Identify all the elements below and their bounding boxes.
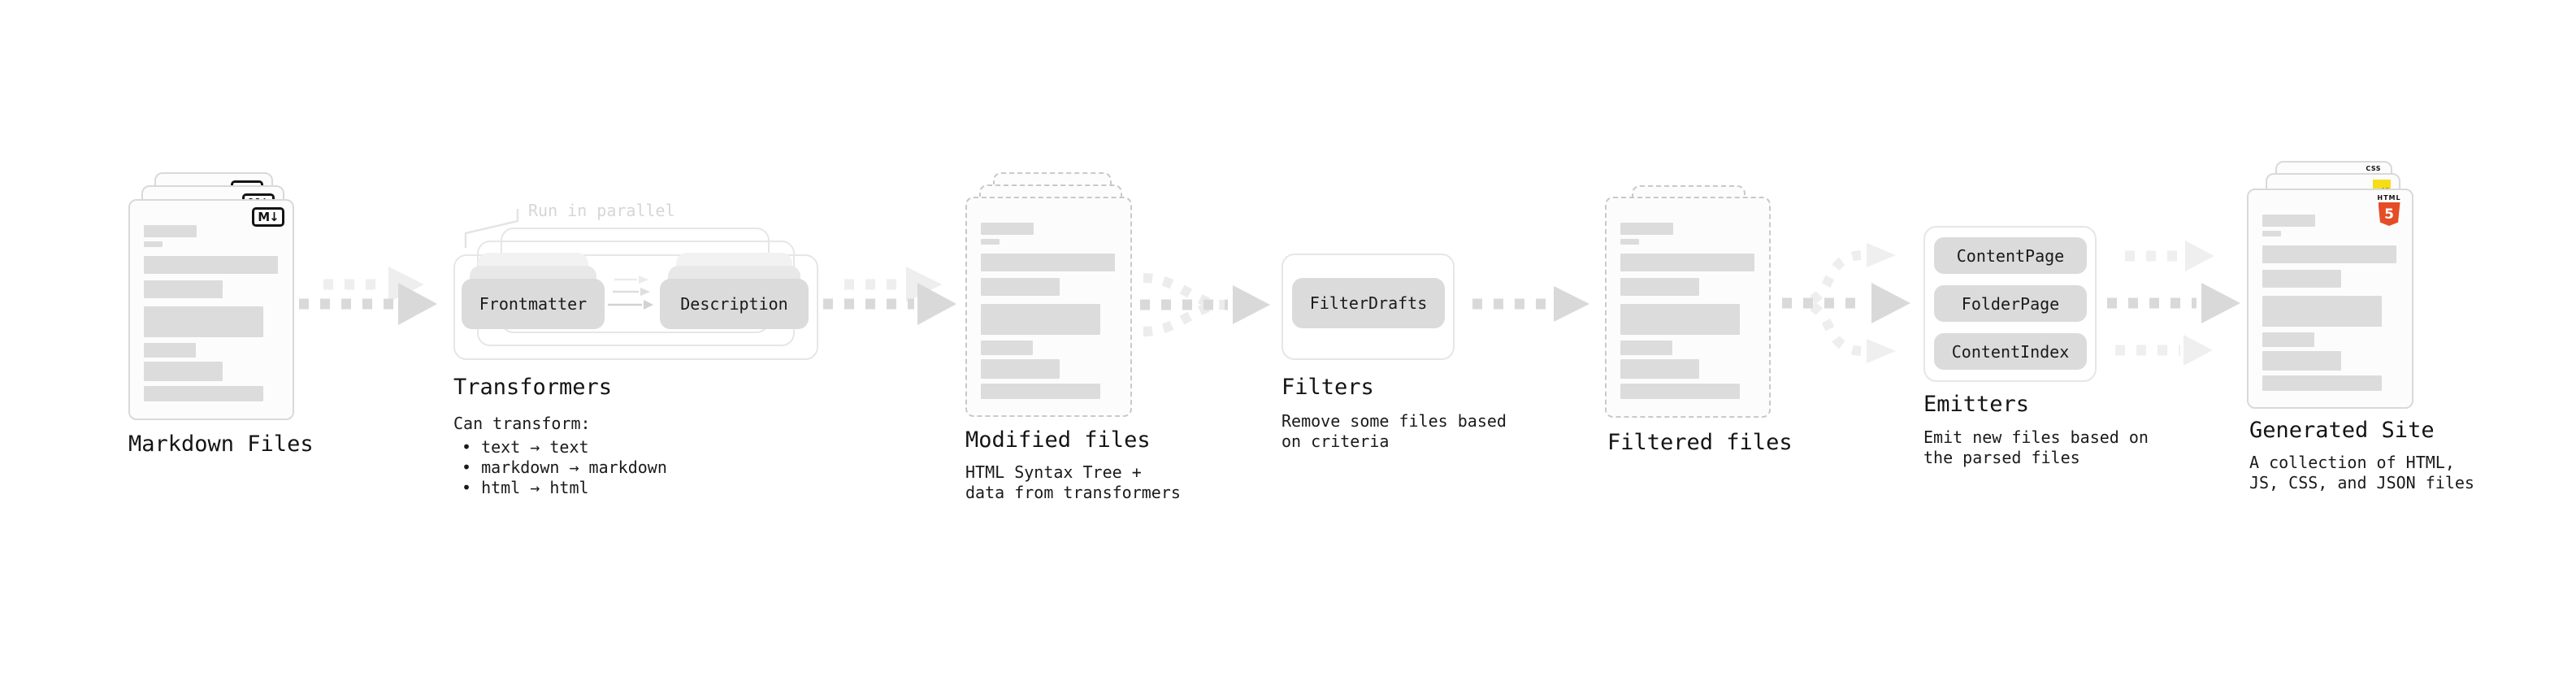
flow-arrows-emitters-to-generated [2107,241,2240,366]
text-line-placeholder [144,241,163,247]
folderpage-node: FolderPage [1934,285,2087,322]
text-line-placeholder [981,223,1034,235]
flow-arrow-markdown-to-transformers [299,267,437,325]
modified-file-card-front [965,197,1132,417]
generated-site-title: Generated Site [2249,418,2435,443]
transformer-layer-front [453,254,818,360]
text-line-placeholder [1620,223,1673,235]
run-in-parallel-annotation: Run in parallel [528,201,675,220]
text-line-placeholder [144,386,263,401]
transformers-title: Transformers [453,375,613,400]
text-line-placeholder [2262,215,2315,227]
text-line-placeholder [981,384,1100,399]
flow-arrow-filtered-to-emitters [1782,243,1910,363]
description-node: Description [660,279,809,329]
text-line-placeholder [144,256,278,274]
filterdrafts-node: FilterDrafts [1292,278,1445,328]
markdown-icon: M↓ [252,207,284,227]
html5-icon-label: HTML [2377,194,2401,202]
html5-icon-shield: 5 [2378,202,2400,226]
text-line-placeholder [1620,254,1754,271]
css-icon-label: CSS [2366,165,2381,172]
emitters-desc: Emit new files based on [1923,427,2149,447]
text-line-placeholder [1620,304,1740,335]
text-line-placeholder [144,280,223,298]
text-line-placeholder [2262,296,2382,327]
frontmatter-node: Frontmatter [462,279,605,329]
text-line-placeholder [981,239,1000,245]
transform-capability-item: • html → html [462,478,589,497]
text-line-placeholder [1620,278,1699,296]
modified-files-desc: HTML Syntax Tree + [965,462,1142,482]
emitters-title: Emitters [1923,392,2030,417]
text-line-placeholder [2262,270,2341,288]
text-line-placeholder [144,362,223,381]
filtered-file-card-front [1605,197,1771,418]
generated-site-desc: JS, CSS, and JSON files [2249,473,2474,492]
text-line-placeholder [144,306,263,337]
html5-icon: HTML 5 [2375,194,2403,226]
text-line-placeholder [2262,351,2341,371]
text-line-placeholder [2262,375,2382,391]
text-line-placeholder [2262,245,2396,263]
filters-desc: Remove some files based [1281,411,1507,431]
generated-site-desc: A collection of HTML, [2249,453,2455,472]
html-file-card-front: HTML 5 [2247,189,2413,409]
annotation-callout-line [464,209,519,248]
filtered-files-title: Filtered files [1607,430,1793,455]
text-line-placeholder [1620,239,1639,245]
filters-title: Filters [1281,375,1374,400]
flow-arrow-transformers-to-modified [823,267,956,325]
text-line-placeholder [1620,359,1699,379]
filters-desc: on criteria [1281,432,1390,451]
transform-capability-item: • markdown → markdown [462,458,667,477]
transformers-subtitle: Can transform: [453,414,591,433]
flow-arrow-modified-to-filters [1140,273,1270,336]
text-line-placeholder [981,359,1060,379]
text-line-placeholder [144,343,196,358]
text-line-placeholder [1620,340,1672,355]
text-line-placeholder [981,254,1115,271]
markdown-file-card-front: M↓ [128,199,294,420]
text-line-placeholder [2262,332,2314,347]
text-line-placeholder [981,304,1100,335]
text-line-placeholder [144,225,197,237]
contentpage-node: ContentPage [1934,237,2087,274]
emitters-desc: the parsed files [1923,448,2080,467]
modified-files-title: Modified files [965,427,1151,453]
modified-files-desc: data from transformers [965,483,1181,502]
transform-capability-item: • text → text [462,437,589,457]
text-line-placeholder [981,278,1060,296]
markdown-files-title: Markdown Files [128,432,314,457]
text-line-placeholder [1620,384,1740,399]
contentindex-node: ContentIndex [1934,333,2087,370]
transform-step-arrows [608,275,653,310]
text-line-placeholder [981,340,1033,355]
flow-arrow-filters-to-filtered [1472,286,1589,322]
text-line-placeholder [2262,231,2281,236]
